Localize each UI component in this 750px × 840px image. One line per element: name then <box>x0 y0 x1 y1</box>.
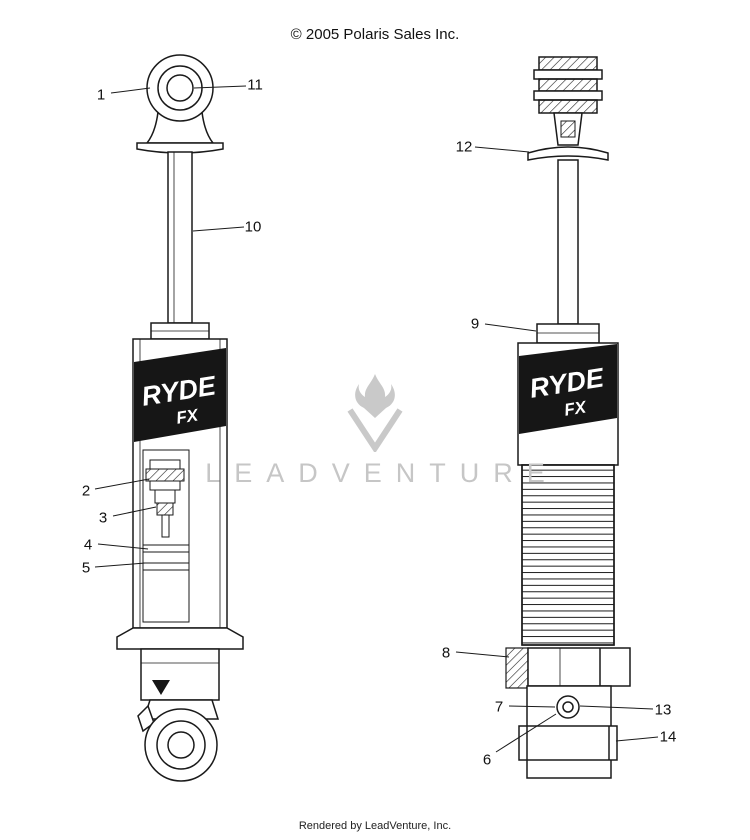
leader-line-8 <box>455 651 510 658</box>
callout-10: 10 <box>244 218 262 236</box>
leader-lines <box>94 85 659 753</box>
callout-5: 5 <box>81 559 91 577</box>
lower-eye-ear <box>137 704 155 733</box>
callout-8: 8 <box>441 644 451 662</box>
leader-line-3 <box>112 506 157 517</box>
piston-assembly <box>145 459 185 538</box>
leader-line-4 <box>97 543 149 550</box>
callout-2: 2 <box>81 482 91 500</box>
adjuster-nut <box>527 647 631 687</box>
leader-line-11 <box>193 85 247 89</box>
left-shock-view: RYDE FX <box>116 54 244 782</box>
cutaway-cavity <box>142 449 190 623</box>
cylinder-cap-right <box>536 323 600 344</box>
piston-nut <box>156 502 174 516</box>
lower-body <box>140 648 220 701</box>
clevis-bolt-center <box>562 701 574 713</box>
leader-line-2 <box>94 478 150 490</box>
callout-12: 12 <box>455 138 473 156</box>
callout-13: 13 <box>654 701 672 719</box>
bumper-stack <box>533 56 603 114</box>
leader-line-13 <box>579 705 654 710</box>
brand-text-line2-left: FX <box>175 405 201 427</box>
lower-eye-hole <box>167 731 195 759</box>
leader-line-10 <box>192 226 245 232</box>
shaft-left <box>167 151 193 324</box>
leader-line-6 <box>495 713 557 753</box>
callout-7: 7 <box>494 698 504 716</box>
lower-body-mark <box>152 680 170 695</box>
callout-6: 6 <box>482 751 492 769</box>
brand-text-line2-right: FX <box>563 397 589 419</box>
threaded-body <box>521 464 615 646</box>
callout-3: 3 <box>98 509 108 527</box>
piston <box>145 468 185 482</box>
brand-graphic-band-left <box>134 348 226 442</box>
callout-4: 4 <box>83 536 93 554</box>
spacer-washers <box>143 544 189 571</box>
bottom-flange <box>116 627 244 650</box>
adjuster-lock-collar <box>505 647 529 689</box>
leader-line-5 <box>94 562 146 568</box>
leader-line-1 <box>110 87 151 94</box>
brand-graphic-band-right <box>519 344 617 434</box>
callout-1: 1 <box>96 86 106 104</box>
leader-line-7 <box>508 705 556 708</box>
retainer-washer <box>527 146 609 161</box>
leader-line-9 <box>484 323 537 332</box>
cross-tube <box>518 725 618 761</box>
leader-line-12 <box>474 146 530 153</box>
callout-14: 14 <box>659 728 677 746</box>
callout-9: 9 <box>470 315 480 333</box>
leader-line-14 <box>615 736 659 742</box>
copyright-text: © 2005 Polaris Sales Inc. <box>290 26 460 43</box>
footer-credit: Rendered by LeadVenture, Inc. <box>298 820 452 832</box>
upper-eye-hole <box>166 74 194 102</box>
right-shock-view: RYDE FX <box>505 56 631 779</box>
callout-11: 11 <box>247 76 263 94</box>
shaft-right <box>557 159 579 325</box>
